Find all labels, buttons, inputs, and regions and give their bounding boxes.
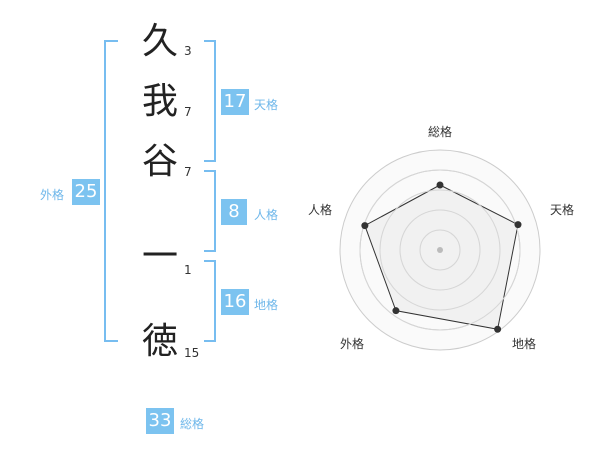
radar-grid-circle-inner (399, 209, 481, 291)
name-char-2: 我 (141, 81, 178, 122)
name-char-4: 一 (141, 236, 178, 277)
gaikaku-label: 外格 (40, 188, 65, 202)
soukaku-value: 33 (146, 408, 174, 434)
soukaku-label: 総格 (180, 417, 205, 431)
tenkaku-bracket (204, 40, 216, 162)
radar-point-2 (494, 325, 502, 333)
stroke-count-2: 7 (184, 105, 192, 119)
gaikaku-value: 25 (72, 179, 100, 205)
radar-point-0 (436, 181, 444, 189)
radar-axis-label-soukaku: 総格 (428, 125, 453, 139)
radar-point-3 (392, 307, 400, 315)
stroke-count-4: 1 (184, 263, 192, 277)
chikaku-label: 地格 (254, 298, 279, 312)
stroke-count-1: 3 (184, 44, 192, 58)
name-char-5: 徳 (141, 321, 178, 362)
name-char-3: 谷 (141, 141, 178, 182)
stroke-count-5: 15 (184, 346, 200, 360)
tenkaku-label: 天格 (254, 98, 279, 112)
jinkaku-value: 8 (221, 199, 247, 225)
radar-axis-label-chikaku: 地格 (512, 337, 537, 351)
stroke-count-3: 7 (184, 165, 192, 179)
radar-point-1 (514, 221, 522, 229)
radar-polygon (364, 184, 519, 330)
radar-axis-label-tenkaku: 天格 (550, 203, 575, 217)
chikaku-value: 16 (221, 289, 249, 315)
radar-axis-label-gaikaku: 外格 (340, 337, 365, 351)
jinkaku-label: 人格 (254, 208, 279, 222)
radar-point-4 (361, 222, 369, 230)
radar-grid-circle-inner (419, 229, 461, 271)
chikaku-bracket (204, 260, 216, 342)
gaikaku-bracket (104, 40, 118, 342)
radar-grid-circle-inner (379, 189, 501, 311)
name-char-1: 久 (141, 21, 178, 62)
radar-axis-label-jinkaku: 人格 (308, 203, 333, 217)
radar-grid-circle-inner (359, 169, 521, 331)
jinkaku-bracket (204, 170, 216, 252)
radar-center-dot (437, 247, 443, 253)
tenkaku-value: 17 (221, 89, 249, 115)
